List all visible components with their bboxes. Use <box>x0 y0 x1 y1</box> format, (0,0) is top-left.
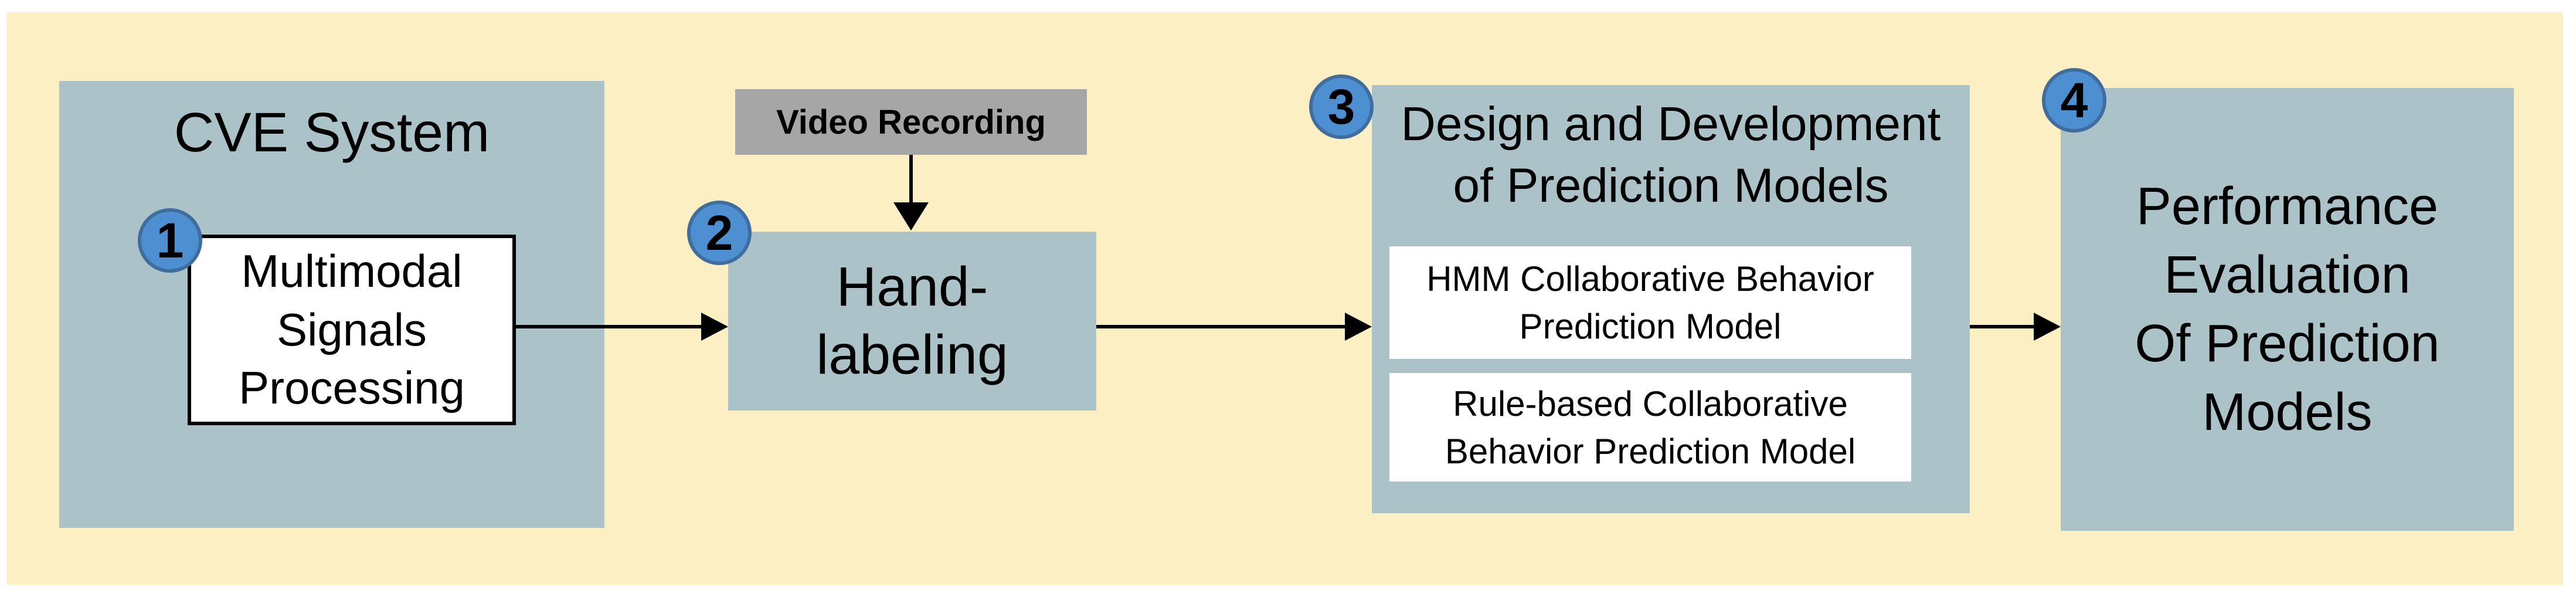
step-badge-1: 1 <box>138 208 202 273</box>
step-badge-2: 2 <box>687 201 752 265</box>
video-recording-box: Video Recording <box>735 89 1087 155</box>
stage3-title: Design and Development of Prediction Mod… <box>1401 97 1941 212</box>
arrow-stage1-to-stage2-line <box>516 325 701 328</box>
arrow-stage2-to-stage3-line <box>1096 325 1345 328</box>
stage4-performance-evaluation-box: Performance Evaluation Of Prediction Mod… <box>2061 88 2514 531</box>
stage1-multimodal-signals-box: Multimodal Signals Processing <box>188 235 516 425</box>
stage2-hand-labeling-box: Hand- labeling <box>728 232 1096 411</box>
arrow-stage2-to-stage3-head <box>1345 313 1372 341</box>
arrow-video-to-stage2-line <box>909 155 913 205</box>
stage3-rule-based-model-box: Rule-based Collaborative Behavior Predic… <box>1389 373 1911 482</box>
step-badge-4: 4 <box>2042 68 2106 133</box>
stage1-title: CVE System <box>174 101 490 164</box>
arrow-stage3-to-stage4-head <box>2034 313 2061 341</box>
arrow-stage1-to-stage2-head <box>701 313 728 341</box>
step-badge-3: 3 <box>1309 74 1374 139</box>
stage3-hmm-model-box: HMM Collaborative Behavior Prediction Mo… <box>1389 246 1911 359</box>
arrow-stage3-to-stage4-line <box>1970 325 2034 328</box>
arrow-video-to-stage2-head <box>893 202 929 230</box>
